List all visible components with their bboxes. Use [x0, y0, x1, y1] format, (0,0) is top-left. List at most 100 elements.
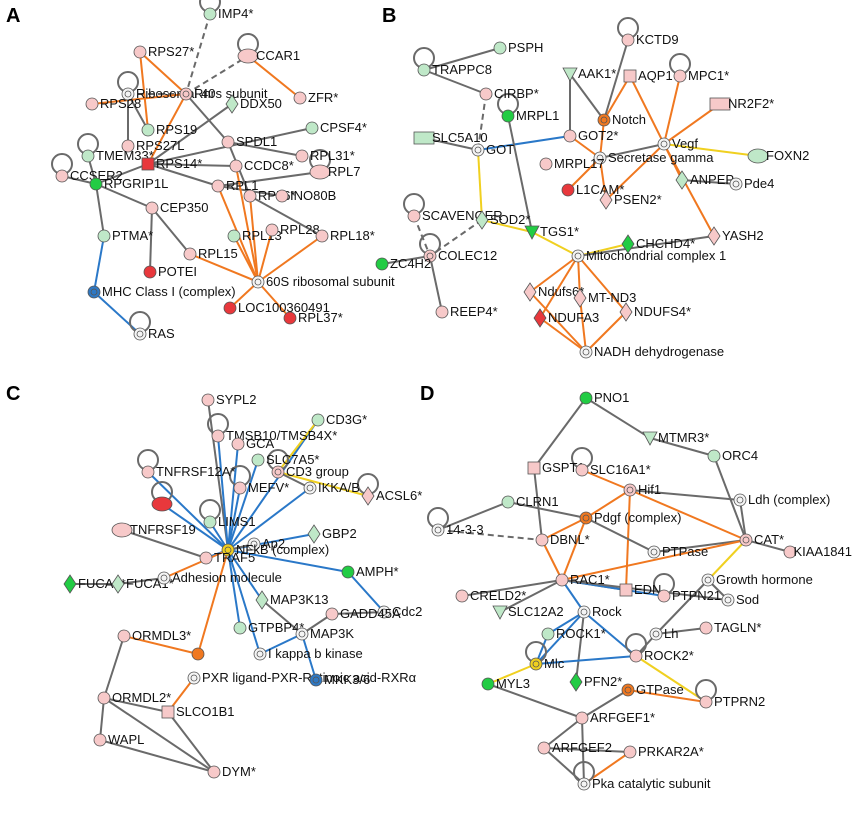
node-secg[interactable]: Secretase gamma	[593, 150, 714, 165]
node-rps14[interactable]: RPS14*	[141, 156, 202, 171]
node-rpl18[interactable]: RPL18*	[315, 228, 375, 243]
node-pno1[interactable]: PNO1	[579, 390, 629, 405]
node-sod2[interactable]: SOD2*	[475, 210, 530, 230]
node-ptpase[interactable]: PTPase	[647, 544, 708, 559]
node-cep350[interactable]: CEP350	[145, 200, 208, 215]
node-ormdl2[interactable]: ORMDL2*	[97, 690, 171, 705]
node-rock2[interactable]: ROCK2*	[629, 648, 694, 663]
node-spdl1[interactable]: SPDL1	[221, 134, 277, 149]
node-acsl6[interactable]: ACSL6*	[361, 486, 422, 506]
node-rock1[interactable]: ROCK1*	[541, 626, 606, 641]
node-lims1[interactable]: LIMS1	[203, 514, 256, 529]
node-ndufs4[interactable]: NDUFS4*	[619, 302, 691, 322]
node-colec12[interactable]: COLEC12	[423, 248, 497, 263]
node-nfkb[interactable]: NFkB (complex)	[221, 542, 329, 557]
node-sod[interactable]: Sod	[721, 592, 759, 607]
node-anpep[interactable]: ANPEP	[675, 170, 734, 190]
node-cpsf4[interactable]: CPSF4*	[305, 120, 367, 135]
node-mefv[interactable]: MEFV*	[233, 480, 289, 495]
node-cat[interactable]: CAT*	[739, 532, 784, 547]
node-rpl28[interactable]: RPL28	[265, 222, 320, 237]
node-map3k13[interactable]: MAP3K13	[255, 590, 329, 610]
node-ndufa3[interactable]: NDUFA3	[533, 308, 599, 328]
node-got2[interactable]: GOT2*	[563, 128, 618, 143]
node-vegf[interactable]: Vegf	[657, 136, 698, 151]
node-pxr[interactable]: PXR ligand-PXR-Retinoic acid-RXRα	[187, 670, 417, 685]
node-imp4[interactable]: IMP4*	[203, 6, 253, 21]
node-ddx50[interactable]: DDX50	[225, 94, 282, 114]
node-ptprn2[interactable]: PTPRN2	[699, 694, 765, 709]
node-map3k[interactable]: MAP3K	[295, 626, 354, 641]
node-gspt1[interactable]: GSPT1	[527, 460, 585, 475]
node-slco1b1[interactable]: SLCO1B1	[161, 704, 235, 719]
node-mlc[interactable]: Mlc	[529, 656, 565, 671]
node-mpc1[interactable]: MPC1*	[673, 68, 729, 83]
node-tnfrsf12a[interactable]: TNFRSF12A*	[141, 464, 235, 479]
node-l1cam[interactable]: L1CAM*	[561, 182, 624, 197]
node-gh[interactable]: Growth hormone	[701, 572, 813, 587]
node-rock[interactable]: Rock	[577, 604, 622, 619]
node-ndufs6[interactable]: Ndufs6*	[523, 282, 584, 302]
node-chchd4[interactable]: CHCHD4*	[621, 234, 695, 254]
node-ino80b[interactable]: INO80B	[275, 188, 336, 203]
node-pka[interactable]: Pka catalytic subunit	[577, 776, 711, 791]
node-rps27l[interactable]: RPS27L	[121, 138, 184, 153]
node-ldh[interactable]: Ldh (complex)	[733, 492, 830, 507]
node-ribo60[interactable]: 60S ribosomal subunit	[251, 274, 395, 289]
node-rps27[interactable]: RPS27*	[133, 44, 194, 59]
node-prkar2a[interactable]: PRKAR2A*	[623, 744, 704, 759]
node-clrn1[interactable]: CLRN1	[501, 494, 559, 509]
node-adhmol[interactable]: Adhesion molecule	[157, 570, 282, 585]
node-rpgrip1l[interactable]: RPGRIP1L	[89, 176, 168, 191]
node-gtpbp4[interactable]: GTPBP4*	[233, 620, 304, 635]
node-got[interactable]: GOT	[471, 142, 514, 157]
node-arfgef1[interactable]: ARFGEF1*	[575, 710, 655, 725]
node-potei[interactable]: POTEI	[143, 264, 197, 279]
node-gca[interactable]: GCA	[231, 436, 275, 451]
node-mrpl1[interactable]: MRPL1	[501, 108, 559, 123]
node-amph[interactable]: AMPH*	[341, 564, 399, 579]
node-ccar1[interactable]: CCAR1	[237, 48, 300, 64]
node-dym[interactable]: DYM*	[207, 764, 256, 779]
node-tagln[interactable]: TAGLN*	[699, 620, 761, 635]
node-rpl15[interactable]: RPL15	[183, 246, 238, 261]
node-tgs1[interactable]: TGS1*	[524, 224, 579, 240]
node-mtnd3[interactable]: MT-ND3	[573, 288, 636, 308]
node-zc4h2[interactable]: ZC4H2	[375, 256, 431, 271]
node-gadd45a[interactable]: GADD45A	[325, 606, 401, 621]
node-rpl31[interactable]: RPL31*	[295, 148, 355, 163]
node-mhc1[interactable]: MHC Class I (complex)	[87, 284, 236, 299]
node-kiaa1841[interactable]: KIAA1841	[783, 544, 852, 559]
node-ccdc8[interactable]: CCDC8*	[229, 158, 294, 173]
node-cd3g[interactable]: CD3G*	[311, 412, 367, 427]
node-slc16a1[interactable]: SLC16A1*	[575, 462, 651, 477]
node-aak1[interactable]: AAK1*	[562, 66, 616, 82]
node-rac1[interactable]: RAC1*	[555, 572, 610, 587]
node-rpl37[interactable]: RPL37*	[283, 310, 343, 325]
node-cd3[interactable]: CD3 group	[271, 464, 349, 479]
node-nr2f2[interactable]: NR2F2*	[709, 96, 774, 111]
node-creld2[interactable]: CRELD2*	[455, 588, 526, 603]
node-myl3[interactable]: MYL3	[481, 676, 530, 691]
node-zfr[interactable]: ZFR*	[293, 90, 338, 105]
node-ap2[interactable]: Ap2	[247, 536, 285, 551]
node-pfn2[interactable]: PFN2*	[569, 672, 622, 692]
node-arfgef2[interactable]: ARFGEF2	[537, 740, 612, 755]
node-ptpn21[interactable]: PTPN21	[657, 588, 721, 603]
node-ikkab[interactable]: IKKA/B	[303, 480, 360, 495]
node-cirbp[interactable]: CIRBP*	[479, 86, 539, 101]
node-dbnl[interactable]: DBNL*	[535, 532, 590, 547]
node-ccser2[interactable]: CCSER2	[55, 168, 123, 183]
node-kctd9[interactable]: KCTD9	[621, 32, 679, 47]
node-pde4[interactable]: Pde4	[729, 176, 774, 191]
node-mkk36[interactable]: MKK3/6	[309, 672, 370, 687]
node-nadh[interactable]: NADH dehydrogenase	[579, 344, 724, 359]
node-ikbk[interactable]: I kappa b kinase	[253, 646, 363, 661]
node-wapl[interactable]: WAPL	[93, 732, 144, 747]
node-tnfrsf19[interactable]: TNFRSF19	[111, 522, 196, 538]
node-nodeorange[interactable]	[191, 647, 205, 661]
node-slc7a5[interactable]: SLC7A5*	[251, 452, 319, 467]
node-foxn2[interactable]: FOXN2	[747, 148, 809, 164]
node-mrpl17[interactable]: MRPL17	[539, 156, 605, 171]
node-rpl7[interactable]: RPL7	[309, 164, 361, 180]
